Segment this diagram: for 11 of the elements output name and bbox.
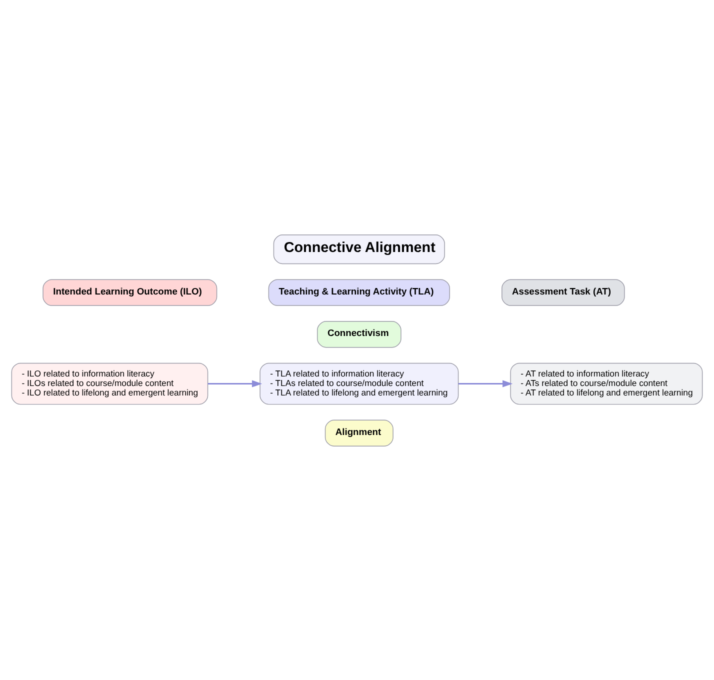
node-box: - ILO related to information literacy - ILOs related to course/module content - ILO related to lifelong and emergent learning [11, 362, 208, 404]
node-box: Alignment [324, 419, 394, 446]
node-box: - AT related to information literacy - ATs related to course/module content - AT related to lifelong and emergent learning [510, 362, 703, 404]
arrow [208, 380, 262, 387]
node-box: Assessment Task (AT) [502, 278, 625, 306]
node-box: Connective Alignment [273, 234, 445, 264]
node-box: Teaching & Learning Activity (TLA) [268, 278, 450, 306]
node-box: Intended Learning Outcome (ILO) [42, 278, 218, 306]
node-box: Connectivism [317, 320, 402, 348]
arrow [458, 380, 513, 387]
node-box: - TLA related to information literacy - TLAs related to course/module content - TLA related to lifelong and emergent learning [260, 362, 459, 404]
